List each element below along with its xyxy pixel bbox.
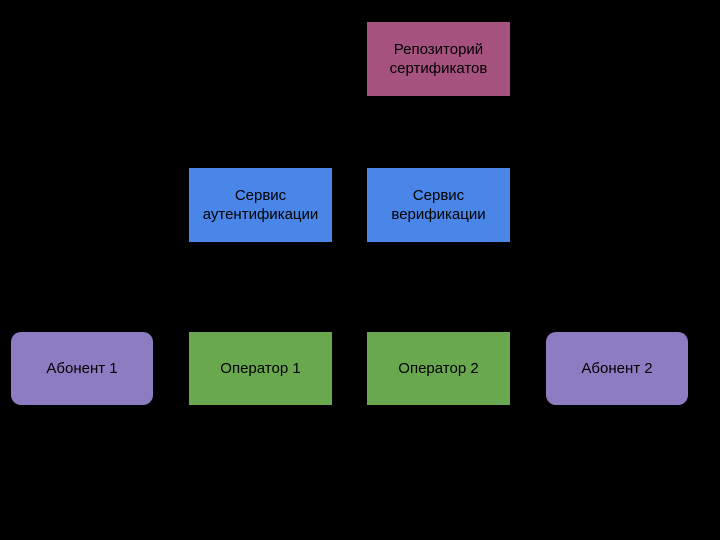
node-label-certificate-repository: Репозиторий сертификатов — [389, 41, 488, 77]
node-certificate-repository[interactable]: Репозиторий сертификатов — [367, 22, 510, 96]
node-operator-2[interactable]: Оператор 2 — [367, 332, 510, 405]
node-operator-1[interactable]: Оператор 1 — [189, 332, 332, 405]
node-verification-service[interactable]: Сервис верификации — [367, 168, 510, 242]
node-subscriber-2[interactable]: Абонент 2 — [546, 332, 688, 405]
node-label-authentication-service: Сервис аутентификации — [202, 187, 319, 223]
node-subscriber-1[interactable]: Абонент 1 — [11, 332, 153, 405]
node-label-verification-service: Сервис верификации — [391, 187, 486, 223]
node-label-operator-2: Оператор 2 — [398, 360, 479, 377]
node-authentication-service[interactable]: Сервис аутентификации — [189, 168, 332, 242]
node-label-subscriber-1: Абонент 1 — [46, 360, 118, 377]
node-label-subscriber-2: Абонент 2 — [581, 360, 653, 377]
node-label-operator-1: Оператор 1 — [220, 360, 301, 377]
